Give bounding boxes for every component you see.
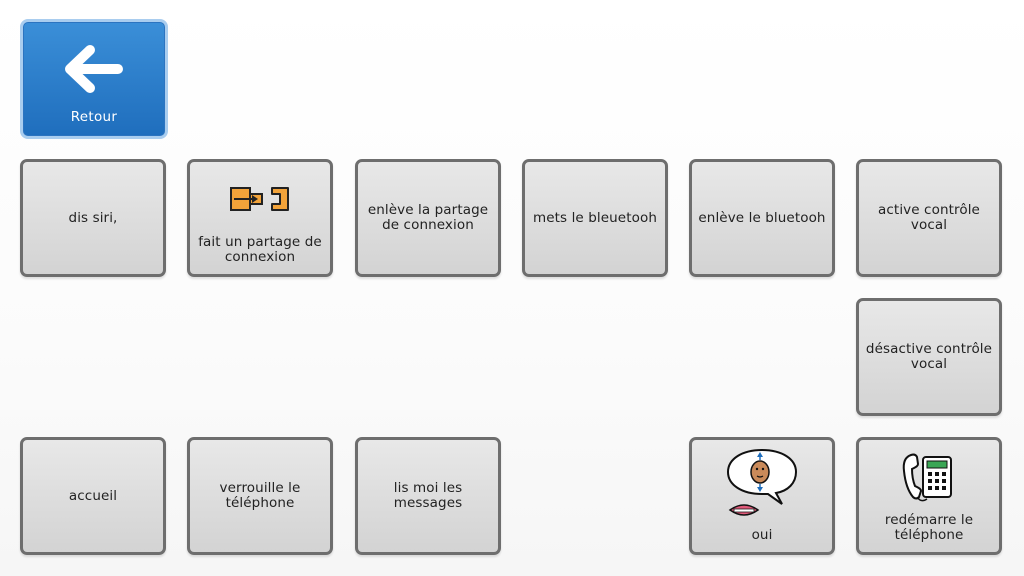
tile-oui[interactable]: oui (689, 437, 835, 555)
tile-label: redémarre le téléphone (884, 512, 974, 543)
arrow-left-icon (23, 22, 165, 109)
tile-redemarre-telephone[interactable]: redémarre le téléphone (856, 437, 1002, 555)
back-button-label: Retour (70, 109, 118, 125)
back-button[interactable]: Retour (20, 19, 168, 139)
tile-label: accueil (68, 487, 118, 504)
tile-label: verrouille le téléphone (219, 480, 301, 511)
tile-label: fait un partage de connexion (198, 234, 322, 265)
tile-enleve-bluetooth[interactable]: enlève le bluetooh (689, 159, 835, 277)
telephone-icon (859, 440, 999, 513)
tile-dis-siri[interactable]: dis siri, (20, 159, 166, 277)
tile-enleve-partage[interactable]: enlève la partage de connexion (355, 159, 501, 277)
tile-label: enlève le bluetooh (698, 209, 826, 226)
tile-verrouille-telephone[interactable]: verrouille le téléphone (187, 437, 333, 555)
tile-desactive-controle-vocal[interactable]: désactive contrôle vocal (856, 298, 1002, 416)
tile-label: désactive contrôle vocal (865, 341, 993, 372)
tile-partage-connexion[interactable]: fait un partage de connexion (187, 159, 333, 277)
yes-nod-icon (692, 440, 832, 528)
tile-label: lis moi les messages (393, 480, 463, 511)
tile-mets-bluetooth[interactable]: mets le bleuetooh (522, 159, 668, 277)
tile-accueil[interactable]: accueil (20, 437, 166, 555)
tile-active-controle-vocal[interactable]: active contrôle vocal (856, 159, 1002, 277)
tile-label: active contrôle vocal (878, 202, 980, 233)
tile-label: dis siri, (68, 209, 118, 226)
tile-label: enlève la partage de connexion (367, 202, 489, 233)
tile-lis-messages[interactable]: lis moi les messages (355, 437, 501, 555)
hotspot-connection-icon (190, 162, 330, 235)
tile-label: mets le bleuetooh (533, 209, 657, 226)
tile-label: oui (751, 527, 773, 543)
